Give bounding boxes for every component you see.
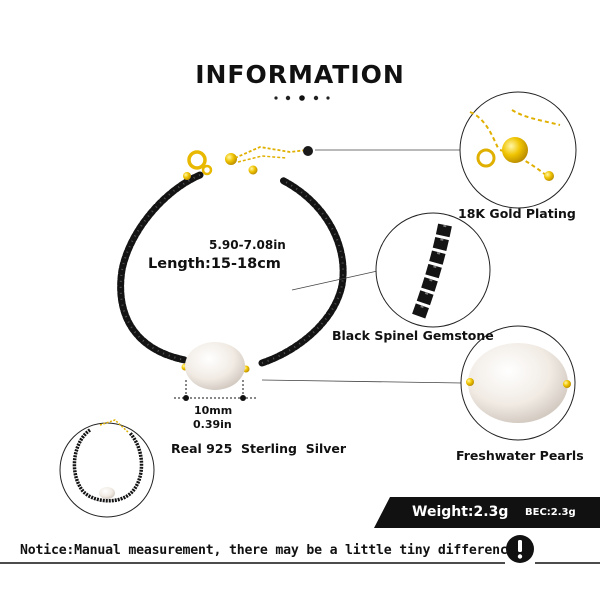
- bracelet-strand: [117, 171, 347, 367]
- label-sterling-silver: Real 925 Sterling Silver: [171, 441, 347, 456]
- label-spinel-gemstone: Black Spinel Gemstone: [332, 328, 494, 343]
- weight-banner: [374, 497, 600, 528]
- notice-underline: [0, 562, 600, 564]
- zoom-bracelet-circle: [59, 419, 155, 518]
- notice-text: Notice:Manual measurement, there may be …: [20, 543, 524, 558]
- zoom-gold-circle: [459, 91, 577, 209]
- dots-divider-icon: [274, 95, 330, 101]
- pearl-size-inches: 0.39in: [193, 418, 232, 431]
- gold-bead: [225, 153, 237, 165]
- zoom-spinel-circle: [375, 212, 491, 328]
- chain-end-bead: [303, 146, 313, 156]
- weight-value: Weight:2.3g: [412, 504, 509, 520]
- warning-icon: [506, 535, 534, 563]
- clasp-ring: [187, 150, 207, 170]
- pearl: [185, 342, 245, 390]
- label-freshwater-pearls: Freshwater Pearls: [456, 448, 584, 463]
- weight-small-value: BEC:2.3g: [525, 507, 576, 518]
- length-cm: Length:15-18cm: [148, 256, 281, 272]
- pearl-size-mm: 10mm: [194, 404, 233, 417]
- gold-bead: [248, 165, 258, 175]
- zoom-pearl-circle: [460, 325, 576, 441]
- label-gold-plating: 18K Gold Plating: [458, 206, 576, 221]
- page-title: INFORMATION: [195, 60, 405, 89]
- extension-chain: [234, 146, 308, 159]
- length-inches: 5.90-7.08in: [209, 238, 286, 252]
